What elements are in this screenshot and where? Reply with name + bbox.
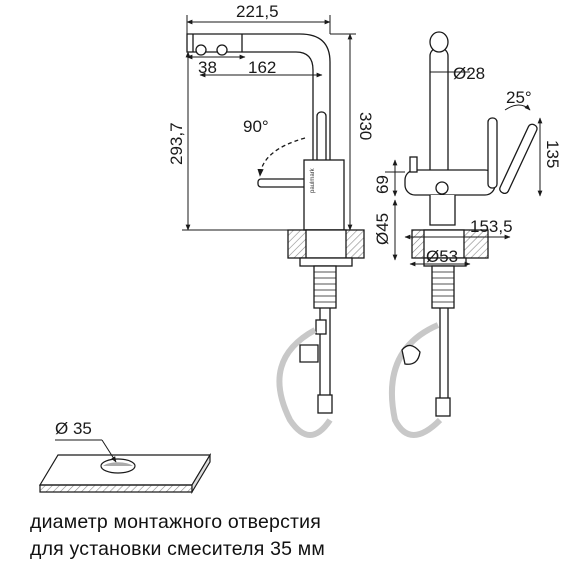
caption-line-1: диаметр монтажного отверстия xyxy=(30,511,322,533)
dim-handle-angle-right: 25° xyxy=(506,88,532,107)
dim-body-diameter: Ø45 xyxy=(373,213,392,245)
right-body xyxy=(404,169,496,196)
mounting-hole-label: Ø 35 xyxy=(55,419,92,438)
right-tilted-handle xyxy=(499,123,538,195)
spray-nozzle-icon xyxy=(195,44,207,56)
left-hose xyxy=(276,327,333,438)
right-spout xyxy=(429,47,449,179)
brand-label: paulmark xyxy=(310,167,316,193)
dim-total-height: 330 xyxy=(356,112,375,140)
dim-handle-angle-left: 90° xyxy=(243,117,269,136)
left-shank xyxy=(313,265,337,309)
dim-handle-height: 135 xyxy=(543,140,562,168)
left-faucet-view xyxy=(186,33,365,438)
dim-total-reach: 221,5 xyxy=(236,2,279,21)
dim-spout-diameter: Ø28 xyxy=(453,64,485,83)
dim-spout-height: 293,7 xyxy=(167,122,186,165)
caption-line-2: для установки смесителя 35 мм xyxy=(30,538,326,560)
mounting-plate xyxy=(38,439,212,495)
dim-spray-width: 38 xyxy=(198,58,217,77)
dim-base-diameter: Ø53 xyxy=(426,247,458,266)
dim-spout-reach: 162 xyxy=(248,58,276,77)
dim-body-height: 69 xyxy=(373,175,392,194)
right-hose xyxy=(389,322,443,438)
dim-body-depth: 153,5 xyxy=(470,217,513,236)
